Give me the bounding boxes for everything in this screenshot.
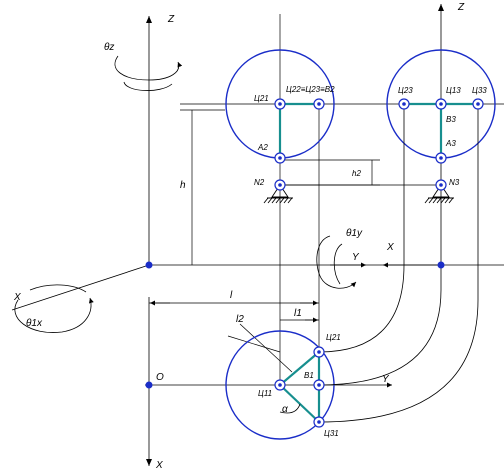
label-theta-z: θz (104, 42, 114, 53)
l2-leader-a (227, 335, 281, 353)
ground-supports (263, 184, 454, 204)
link-bot-2 (279, 384, 320, 423)
transfer-arcs (318, 104, 479, 423)
label-b-u11: Ц11 (258, 389, 272, 398)
alpha-arc (279, 403, 301, 414)
support-n3 (424, 184, 454, 204)
label-y-mid: Y (352, 252, 360, 263)
label-theta-1x: θ1x (26, 318, 43, 329)
label-x-bottom: X (155, 460, 163, 471)
arc-mid (318, 265, 442, 386)
support-n2 (263, 184, 293, 204)
rot-theta-1x-b (29, 284, 87, 293)
rot-theta-z-b (123, 81, 173, 91)
label-origin: O (156, 372, 164, 383)
label-l: l (230, 290, 233, 301)
arc-inner (318, 104, 405, 353)
hub-origin (145, 381, 153, 389)
label-alpha: α (282, 404, 288, 415)
node-sr-u23 (398, 98, 410, 110)
x-axis-oblique (11, 264, 150, 311)
hub-left (145, 261, 153, 269)
node-b-u21 (313, 346, 325, 358)
joint-nodes (145, 98, 484, 428)
rot-theta-z-a (114, 55, 183, 81)
node-sr-u33 (472, 98, 484, 110)
hub-right (437, 261, 445, 269)
label-h: h (180, 180, 186, 191)
rot-theta-1y-b (333, 243, 343, 285)
node-sl-u21 (274, 98, 286, 110)
node-sr-u13 (435, 98, 447, 110)
node-b-u31 (313, 416, 325, 428)
label-h2: h2 (352, 169, 361, 178)
label-sr-u13: Ц13 (446, 86, 461, 95)
rotation-arrows (14, 55, 357, 414)
label-sl-u21: Ц21 (254, 94, 269, 103)
label-sl-n2: N2 (254, 178, 265, 187)
label-b-b1: В1 (304, 371, 314, 380)
label-theta-1y: θ1y (346, 228, 363, 239)
rot-theta-1y-a (316, 235, 357, 289)
sphere-outlines (225, 49, 496, 440)
label-sl-a2: А2 (257, 143, 268, 152)
link-bot-1 (279, 351, 320, 386)
construction-lines (149, 14, 441, 385)
label-x-left: X (13, 292, 21, 303)
arc-outer (318, 104, 479, 423)
label-l2: l2 (236, 314, 244, 325)
l2-leader-b (239, 323, 293, 373)
node-sl-a2 (274, 152, 286, 164)
rot-theta-1x-a (14, 297, 94, 333)
label-sr-n3: N3 (449, 178, 460, 187)
node-b-b1 (313, 379, 325, 391)
label-x-mid: X (386, 242, 394, 253)
node-sr-a3 (435, 152, 447, 164)
labels: Z Z θz θ1y θ1x X X Y X Y O h h2 l l1 l2 … (13, 2, 487, 471)
label-b-u21: Ц21 (326, 333, 341, 342)
node-sl-n2 (274, 179, 286, 191)
node-sr-n3 (435, 179, 447, 191)
label-y-bottom: Y (382, 374, 390, 385)
label-l1: l1 (294, 308, 302, 319)
label-sr-b3: В3 (446, 115, 456, 124)
label-z-left: Z (167, 14, 175, 25)
label-b-u31: Ц31 (324, 429, 339, 438)
label-sr-a3: А3 (445, 139, 456, 148)
node-b-u11 (274, 379, 286, 391)
label-sr-u23: Ц23 (398, 86, 413, 95)
node-sl-b2 (313, 98, 325, 110)
label-sl-u22-eq: Ц22≡Ц23≡В2 (286, 85, 335, 94)
label-sr-u33: Ц33 (472, 86, 487, 95)
label-z-right: Z (457, 2, 465, 13)
